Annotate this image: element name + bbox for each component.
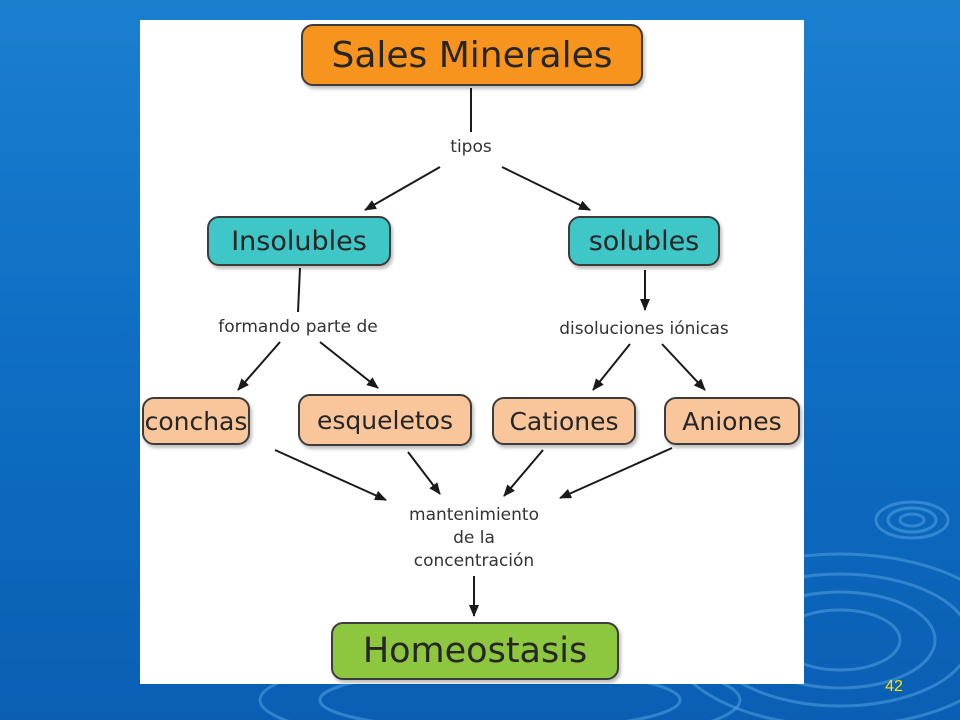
arrow-to-solubles [501,166,591,211]
arrow-to-cationes [592,343,631,391]
link-label-formando-parte-de: formando parte de [198,316,398,339]
node-esqueletos: esqueletos [298,394,472,446]
arrow-conchas-to-mantenimiento [274,449,387,501]
node-aniones: Aniones [664,397,800,445]
arrow-to-aniones [661,343,706,391]
arrow-aniones-to-mantenimiento [559,447,673,499]
arrow-cationes-to-mantenimiento [503,449,544,497]
link-label-tipos: tipos [440,136,502,159]
node-cationes: Cationes [492,397,636,445]
mantenimiento-line-2: de la [453,527,495,548]
mantenimiento-line-1: mantenimiento [409,505,539,525]
concept-map-panel: Sales Minerales tipos Insolubles soluble… [140,20,804,684]
arrow-to-insolubles [364,166,441,211]
node-solubles: solubles [568,216,720,266]
slide-number: 42 [885,678,903,695]
mantenimiento-line-3: concentración [413,550,535,571]
node-conchas: conchas [142,397,250,445]
link-label-disoluciones-ionicas: disoluciones iónicas [538,318,750,341]
link-label-mantenimiento: mantenimiento de la concentración [392,504,556,573]
arrow-esqueletos-to-mantenimiento [407,451,441,495]
arrow-to-conchas [237,341,281,391]
arrow-to-esqueletos [319,341,379,389]
line-insolubles-to-formando [297,267,301,313]
node-sales-minerales: Sales Minerales [301,24,643,86]
node-insolubles: Insolubles [207,216,391,266]
concept-map-connectors [237,88,706,617]
node-homeostasis: Homeostasis [331,622,619,680]
